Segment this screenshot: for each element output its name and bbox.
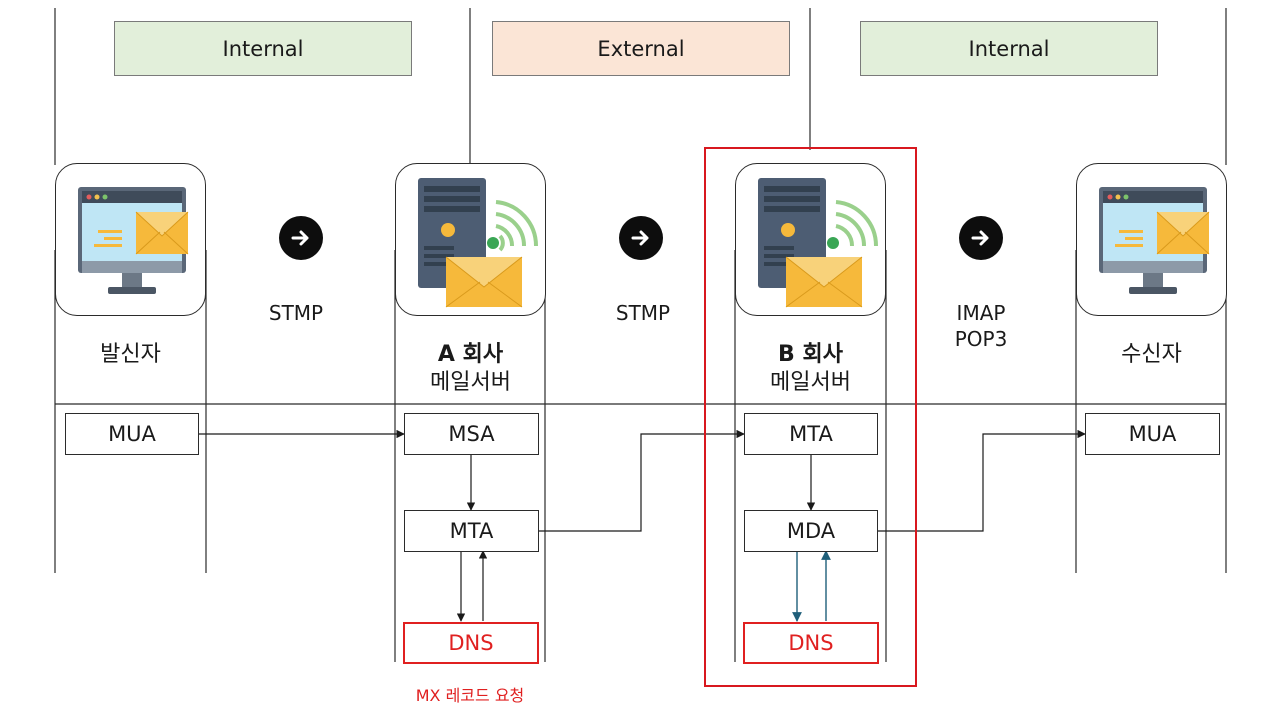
a-dns-box: DNS <box>403 622 539 664</box>
mail-server-icon <box>758 178 879 308</box>
b-dns-box: DNS <box>743 622 879 664</box>
sender-mua-box: MUA <box>65 413 199 455</box>
server-a-label: A 회사 메일서버 <box>395 341 546 397</box>
server-a-subtitle: 메일서버 <box>430 370 511 395</box>
server-b-label: B 회사 메일서버 <box>735 341 886 397</box>
receiver-label: 수신자 <box>1121 342 1182 367</box>
arrow-right-icon <box>619 216 663 260</box>
computer-mail-icon <box>1099 187 1210 294</box>
protocol-label-2: STMP <box>615 301 671 325</box>
receiver-mua-box: MUA <box>1085 413 1220 455</box>
server-b-highlight <box>704 147 917 687</box>
zone-external: External <box>492 21 790 76</box>
zone-internal-right: Internal <box>860 21 1158 76</box>
server-a-title: A 회사 <box>437 342 504 367</box>
receiver-card <box>1076 163 1227 316</box>
b-mta-box: MTA <box>744 413 878 455</box>
server-a-card <box>395 163 546 316</box>
mx-record-note: MX 레코드 요청 <box>415 686 525 705</box>
computer-mail-icon <box>78 187 189 294</box>
b-mda-box: MDA <box>744 510 878 552</box>
a-mta-box: MTA <box>404 510 539 552</box>
a-msa-box: MSA <box>404 413 539 455</box>
server-b-subtitle: 메일서버 <box>770 370 851 395</box>
server-b-card <box>735 163 886 316</box>
sender-card <box>55 163 206 316</box>
sender-label: 발신자 <box>100 342 161 367</box>
arrow-right-icon <box>959 216 1003 260</box>
protocol-label-3: IMAP POP3 <box>931 300 1031 352</box>
protocol-pop3: POP3 <box>954 327 1008 351</box>
zone-internal-left: Internal <box>114 21 412 76</box>
server-b-title: B 회사 <box>778 342 843 367</box>
protocol-label-1: STMP <box>268 301 324 325</box>
arrow-right-icon <box>279 216 323 260</box>
protocol-imap: IMAP <box>956 301 1006 325</box>
mail-server-icon <box>418 178 539 308</box>
